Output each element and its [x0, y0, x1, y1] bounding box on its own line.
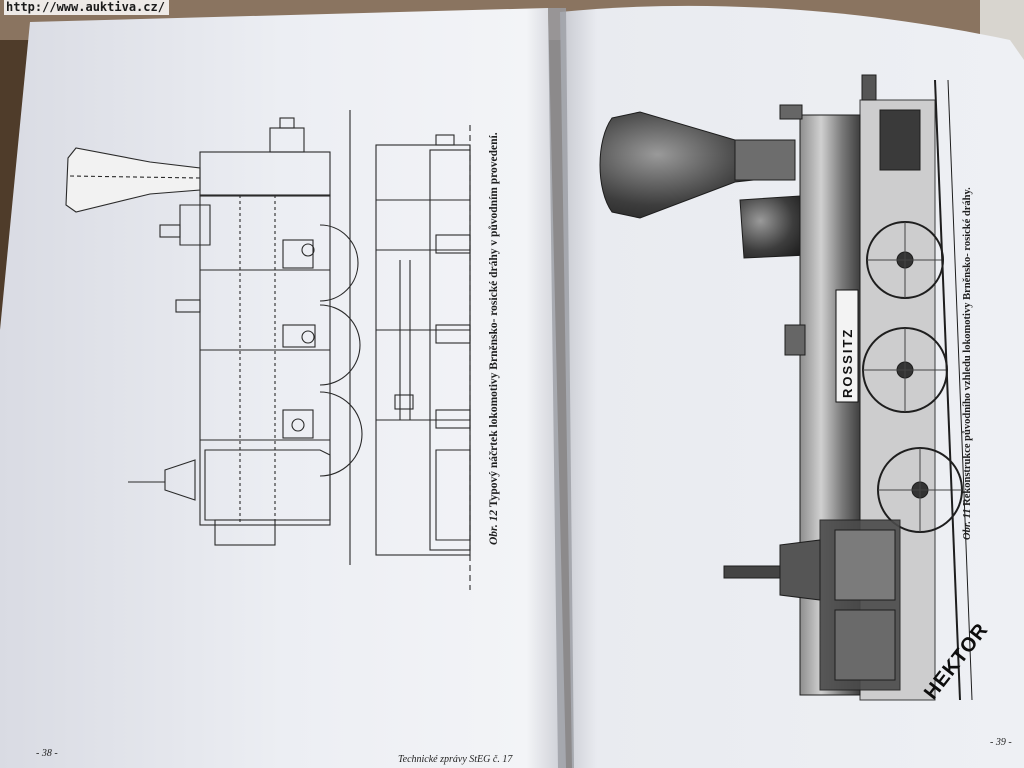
- watermark-url: http://www.auktiva.cz/: [4, 0, 169, 15]
- right-caption-label: Obr. 11: [962, 508, 973, 540]
- left-caption-text: Typový náčrtek lokomotivy Brněnsko- rosi…: [488, 132, 500, 508]
- locomotive-elevation-drawing: [65, 110, 471, 590]
- right-figure-caption: Obr. 11 Rekonstrukce původního vzhledu l…: [962, 187, 973, 540]
- nameplate: ROSSITZ: [840, 328, 855, 398]
- right-page-number: - 39 -: [990, 737, 1012, 748]
- left-figure-caption: Obr. 12 Typový náčrtek lokomotivy Brněns…: [488, 132, 500, 545]
- journal-title: Technické zprávy StEG č. 17: [398, 754, 513, 765]
- right-caption-text: Rekonstrukce původního vzhledu lokomotiv…: [962, 187, 973, 506]
- left-page: [0, 8, 566, 768]
- left-caption-label: Obr. 12: [488, 509, 500, 545]
- left-page-number: - 38 -: [36, 748, 58, 759]
- locomotive-engraving: [599, 74, 973, 701]
